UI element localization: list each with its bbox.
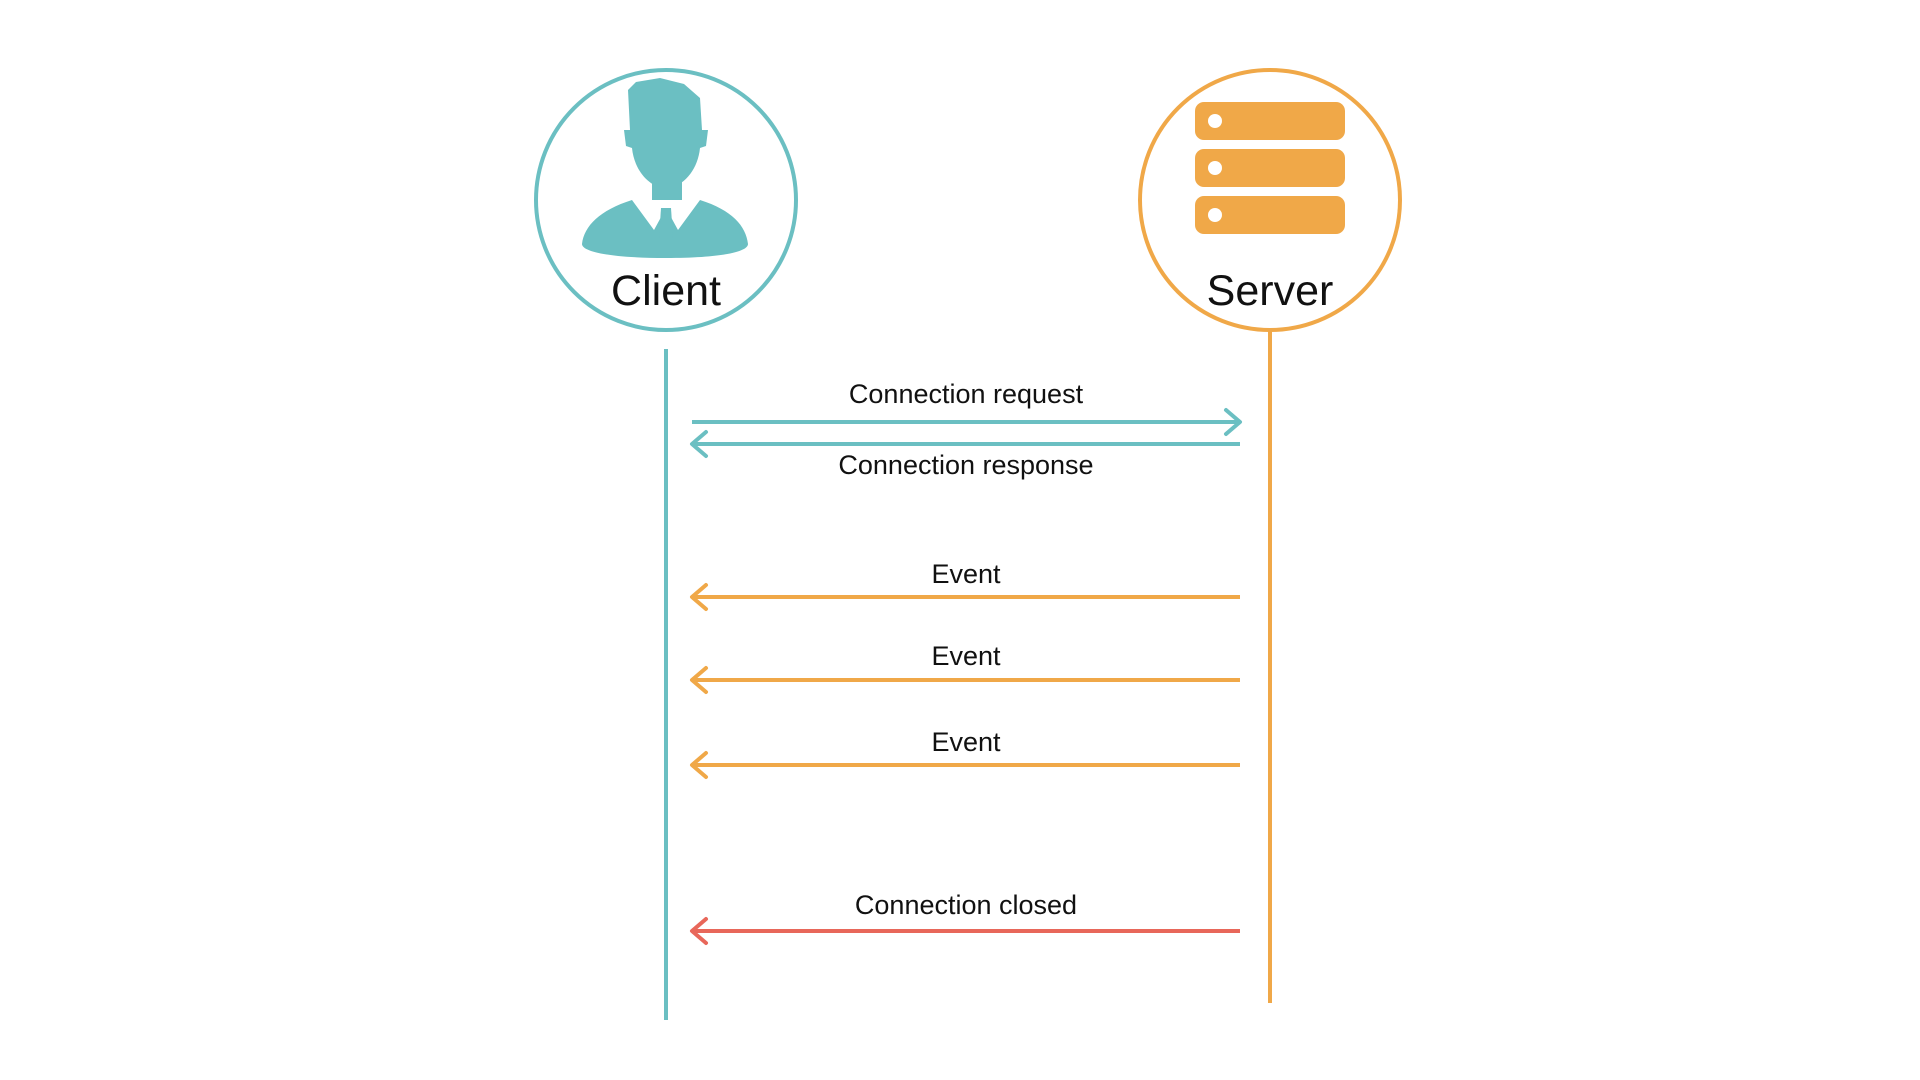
server-rack-2 — [1195, 149, 1345, 187]
arrowhead-icon — [1224, 408, 1242, 436]
arrowhead-icon — [690, 751, 708, 779]
message-connection-closed: Connection closed — [690, 890, 1240, 945]
message-event-2: Event — [690, 641, 1240, 694]
arrowhead-icon — [690, 917, 708, 945]
messages: Connection request Connection response E… — [690, 379, 1242, 945]
client-actor: Client — [534, 68, 798, 1020]
client-label: Client — [611, 267, 721, 315]
message-label: Event — [931, 559, 1001, 589]
message-connection-request: Connection request — [692, 379, 1242, 436]
arrowhead-icon — [690, 430, 708, 458]
server-icon — [1195, 102, 1345, 234]
person-icon — [582, 78, 748, 258]
message-label: Connection closed — [855, 890, 1077, 920]
message-label: Connection request — [849, 379, 1084, 409]
server-led-3 — [1208, 208, 1222, 222]
message-connection-response: Connection response — [690, 430, 1240, 480]
message-event-1: Event — [690, 559, 1240, 611]
arrowhead-icon — [690, 666, 708, 694]
server-actor: Server — [1138, 68, 1402, 1003]
server-rack-3 — [1195, 196, 1345, 234]
message-label: Event — [931, 641, 1001, 671]
server-led-2 — [1208, 161, 1222, 175]
message-label: Event — [931, 727, 1001, 757]
server-led-1 — [1208, 114, 1222, 128]
arrowhead-icon — [690, 583, 708, 611]
server-label: Server — [1207, 267, 1334, 315]
message-label: Connection response — [838, 450, 1093, 480]
server-rack-1 — [1195, 102, 1345, 140]
message-event-3: Event — [690, 727, 1240, 779]
